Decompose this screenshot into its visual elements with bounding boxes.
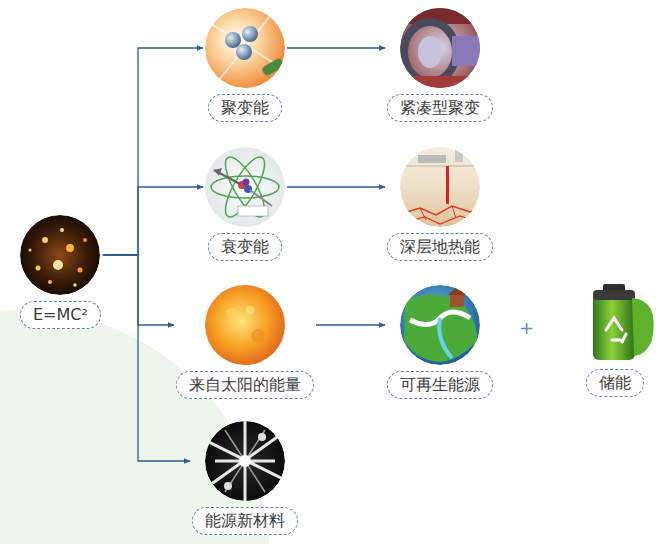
battery-picture [593,284,654,360]
energy-node: 聚变能 [205,8,285,122]
arrow-connector [287,186,385,187]
label-pill: 聚变能 [208,94,282,122]
picture-slot [400,147,480,227]
label-pill: 能源新材料 [192,507,298,535]
plus-sign: + [519,318,534,338]
label-pill: 来自太阳的能量 [176,371,314,399]
geothermal-picture [400,147,480,227]
arrow-connector [316,324,385,325]
materials-picture [205,421,285,501]
energy-node: 储能 [575,283,655,397]
energy-node: 衰变能 [205,147,285,261]
energy-node: 能源新材料 [192,421,298,535]
label-pill: 储能 [586,369,644,397]
label-pill: 衰变能 [208,233,282,261]
picture-slot [400,8,480,88]
node-label: 聚变能 [221,98,269,117]
picture-slot [400,285,480,365]
arrow-connector [103,48,203,255]
node-label: 衰变能 [221,237,269,256]
label-pill: 可再生能源 [387,371,493,399]
compact-fusion-picture [400,8,480,88]
arrow-connector [287,47,385,48]
picture-slot [205,421,285,501]
node-label: E=MC² [33,305,88,324]
node-label: 紧凑型聚变 [400,98,480,117]
energy-node: 深层地热能 [387,147,493,261]
label-pill: E=MC² [20,301,101,329]
decay-picture [205,147,285,227]
node-label: 储能 [599,373,631,392]
node-label: 能源新材料 [205,511,285,530]
picture-slot [20,215,100,295]
arrow-connector [103,255,190,461]
energy-node: 可再生能源 [387,285,493,399]
cosmos-picture [20,215,100,295]
fusion-picture [205,8,285,88]
sun-picture [205,285,285,365]
picture-slot [575,283,655,363]
energy-node: E=MC² [20,215,101,329]
energy-node: 紧凑型聚变 [387,8,493,122]
picture-slot [205,285,285,365]
renewable-picture [400,285,480,365]
label-pill: 深层地热能 [387,233,493,261]
energy-node: 来自太阳的能量 [176,285,314,399]
node-label: 深层地热能 [400,237,480,256]
label-pill: 紧凑型聚变 [387,94,493,122]
node-label: 可再生能源 [400,375,480,394]
picture-slot [205,8,285,88]
node-label: 来自太阳的能量 [189,375,301,394]
picture-slot [205,147,285,227]
arrow-connector [103,187,203,255]
